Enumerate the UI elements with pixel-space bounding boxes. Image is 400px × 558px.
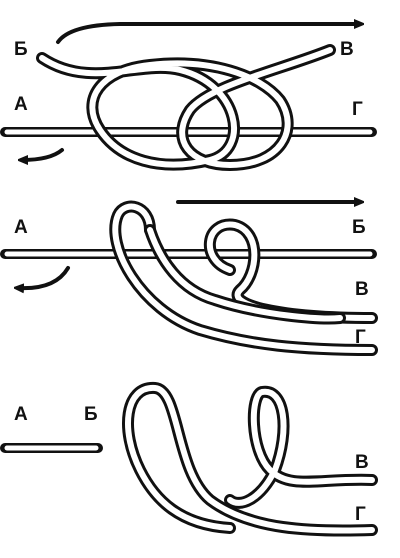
rope-middle-loop-left <box>109 200 378 356</box>
label-top-g: Г <box>352 99 363 120</box>
panel-bottom-knot: А Б В Г <box>0 382 378 537</box>
rope-middle-strand <box>144 224 346 325</box>
label-bottom-v: В <box>355 452 369 473</box>
arrow-top-right <box>56 24 360 44</box>
label-bottom-a: А <box>14 404 28 425</box>
label-bottom-g: Г <box>355 504 366 525</box>
label-top-v: В <box>340 39 354 60</box>
panel-top-knot: Б В А Г <box>0 24 377 171</box>
label-middle-g: Г <box>355 327 366 348</box>
label-top-b: Б <box>14 39 28 60</box>
label-top-a: А <box>14 94 28 115</box>
rope-bottom-loop-right <box>224 385 378 509</box>
label-middle-v: В <box>355 279 369 300</box>
arrow-middle-left <box>18 266 70 288</box>
label-bottom-b: Б <box>84 404 98 425</box>
label-middle-a: А <box>14 217 28 238</box>
rope-knot-body <box>36 44 336 171</box>
rope-bottom-loop-left <box>122 382 378 537</box>
label-middle-b: Б <box>352 217 366 238</box>
panel-middle-knot: А Б В Г <box>0 200 378 356</box>
arrow-top-left <box>22 148 64 160</box>
